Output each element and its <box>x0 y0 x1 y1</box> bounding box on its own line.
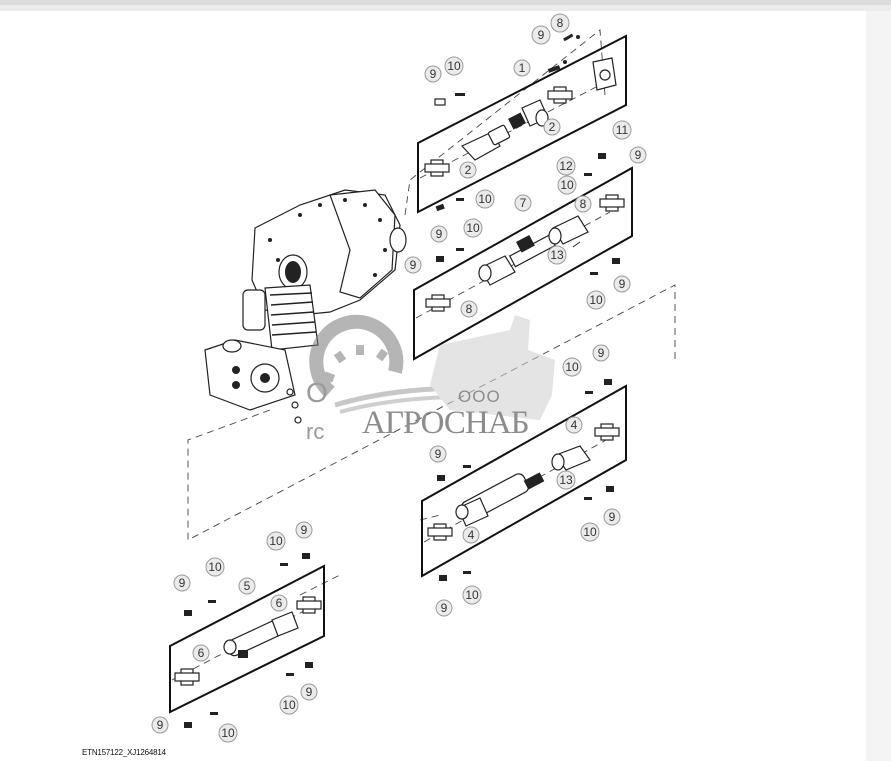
watermark-fragment: rc <box>306 419 325 444</box>
diagram-canvas: 8 9 1 10 9 2 2 11 12 10 9 10 7 8 9 10 9 … <box>0 11 866 761</box>
svg-text:8: 8 <box>580 197 587 211</box>
svg-text:5: 5 <box>244 579 251 593</box>
svg-text:9: 9 <box>619 277 626 291</box>
svg-text:9: 9 <box>609 510 616 524</box>
svg-text:2: 2 <box>549 120 556 134</box>
svg-text:4: 4 <box>468 528 475 542</box>
transmission-housing <box>204 189 407 424</box>
figure-caption: ETN157122_XJ1264814 <box>82 748 166 757</box>
svg-text:10: 10 <box>465 588 479 602</box>
assembly-frame-1 <box>417 33 627 214</box>
svg-text:9: 9 <box>430 67 437 81</box>
svg-text:6: 6 <box>198 646 205 660</box>
svg-text:12: 12 <box>559 159 573 173</box>
svg-text:7: 7 <box>520 196 527 210</box>
svg-text:10: 10 <box>583 525 597 539</box>
svg-text:10: 10 <box>478 192 492 206</box>
svg-text:6: 6 <box>276 596 283 610</box>
svg-text:9: 9 <box>301 523 308 537</box>
fasteners <box>184 153 620 728</box>
browser-top-bar-shadow <box>0 5 891 11</box>
assembly-frame-7 <box>413 166 633 361</box>
svg-text:10: 10 <box>269 534 283 548</box>
right-gutter <box>866 11 891 761</box>
svg-text:8: 8 <box>466 302 473 316</box>
svg-text:10: 10 <box>208 560 222 574</box>
watermark-fragment: О <box>306 377 328 408</box>
svg-text:9: 9 <box>635 148 642 162</box>
svg-text:9: 9 <box>410 258 417 272</box>
centerlines <box>187 29 676 596</box>
svg-text:9: 9 <box>306 685 313 699</box>
svg-text:9: 9 <box>598 346 605 360</box>
svg-text:9: 9 <box>538 28 545 42</box>
svg-text:4: 4 <box>571 418 578 432</box>
watermark-company-name: АГРОСНАБ <box>362 405 530 441</box>
svg-text:2: 2 <box>465 163 472 177</box>
watermark-prefix: ООО <box>458 387 501 406</box>
svg-text:9: 9 <box>157 718 164 732</box>
svg-text:8: 8 <box>557 16 564 30</box>
svg-text:9: 9 <box>441 601 448 615</box>
svg-text:10: 10 <box>565 360 579 374</box>
svg-text:10: 10 <box>447 59 461 73</box>
svg-text:10: 10 <box>589 293 603 307</box>
svg-text:9: 9 <box>435 447 442 461</box>
browser-top-bar <box>0 0 891 5</box>
svg-text:10: 10 <box>466 221 480 235</box>
assembly-frame-5 <box>169 564 325 714</box>
svg-text:10: 10 <box>282 698 296 712</box>
svg-text:13: 13 <box>550 248 564 262</box>
svg-text:9: 9 <box>436 227 443 241</box>
svg-text:11: 11 <box>616 123 629 137</box>
svg-text:10: 10 <box>221 726 235 740</box>
svg-text:10: 10 <box>560 178 574 192</box>
svg-text:1: 1 <box>519 61 526 75</box>
assembly-frame-4 <box>421 384 627 578</box>
exploded-parts-diagram: 8 9 1 10 9 2 2 11 12 10 9 10 7 8 9 10 9 … <box>151 13 676 743</box>
watermark-logo <box>309 314 555 420</box>
svg-text:13: 13 <box>559 473 573 487</box>
svg-text:9: 9 <box>179 576 186 590</box>
callout-labels: 8 9 1 10 9 2 2 11 12 10 9 10 7 8 9 10 9 … <box>151 13 647 743</box>
